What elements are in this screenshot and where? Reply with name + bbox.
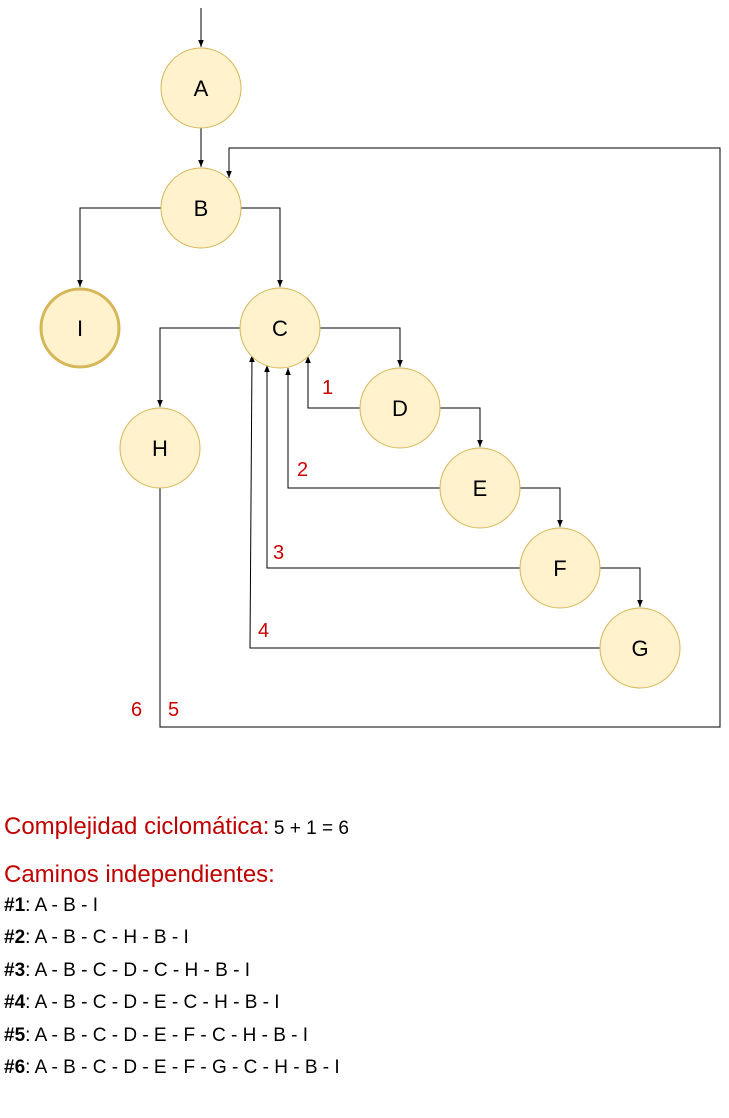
node-h-label: H: [152, 436, 168, 461]
edge-e-to-c: [285, 368, 440, 489]
edge-label-2: 2: [297, 459, 308, 481]
complexity-value: 5 + 1 = 6: [273, 818, 349, 839]
analysis-section: Complejidad ciclomática: 5 + 1 = 6 Camin…: [4, 812, 724, 1084]
edge-label-4: 4: [258, 620, 269, 642]
path-item: #5: A - B - C - D - E - F - C - H - B - …: [4, 1024, 309, 1046]
path-item: #3: A - B - C - D - C - H - B - I: [4, 959, 250, 981]
path-item: #6: A - B - C - D - E - F - G - C - H - …: [4, 1057, 340, 1079]
path-item: #1: A - B - I: [4, 895, 99, 916]
node-h: H: [119, 407, 201, 489]
node-i: I: [39, 287, 121, 369]
edge-label-5: 5: [168, 699, 179, 721]
edge-f-to-c: [264, 365, 520, 569]
path-id: #4: [4, 992, 26, 1014]
edge-h-to-b: [159, 147, 721, 728]
node-f-label: F: [553, 556, 566, 581]
path-sequence: A - B - C - H - B - I: [34, 927, 189, 949]
edge-label-3: 3: [273, 542, 284, 564]
edge-d-to-e: [440, 407, 483, 447]
path-sequence: A - B - C - D - C - H - B - I: [34, 959, 250, 981]
node-b: B: [160, 167, 242, 249]
flow-graph: 1 2 3 4 5 6 A B I C D E F G H: [39, 8, 721, 728]
node-b-label: B: [194, 196, 209, 221]
paths-heading: Caminos independientes:: [4, 861, 275, 888]
edge-e-to-f: [520, 487, 563, 527]
path-id: #5: [4, 1024, 26, 1046]
path-sequence: A - B - C - D - E - F - G - C - H - B - …: [34, 1057, 340, 1079]
node-d-label: D: [392, 396, 408, 421]
path-id: #1: [4, 895, 26, 916]
path-sequence: A - B - I: [34, 895, 99, 916]
paths-list: #1: A - B - I #2: A - B - C - H - B - I …: [4, 890, 724, 1084]
node-c-label: C: [272, 316, 288, 341]
edge-c-to-h: [157, 327, 240, 407]
node-c: C: [239, 287, 321, 369]
node-i-label: I: [77, 316, 83, 341]
path-sequence: A - B - C - D - E - C - H - B - I: [34, 992, 280, 1014]
path-id: #3: [4, 959, 26, 981]
node-e: E: [439, 447, 521, 529]
node-e-label: E: [473, 476, 488, 501]
path-id: #2: [4, 927, 26, 949]
edge-label-6: 6: [131, 699, 142, 721]
edge-b-to-i: [77, 207, 161, 287]
node-g: G: [599, 607, 681, 689]
node-d: D: [359, 367, 441, 449]
node-a-label: A: [194, 76, 209, 101]
edge-label-1: 1: [322, 377, 333, 399]
complexity-label: Complejidad ciclomática:: [4, 813, 270, 840]
node-f: F: [519, 527, 601, 609]
path-item: #2: A - B - C - H - B - I: [4, 927, 189, 949]
complexity-line: Complejidad ciclomática: 5 + 1 = 6: [4, 812, 724, 842]
edge-b-to-c: [241, 207, 283, 287]
path-item: #4: A - B - C - D - E - C - H - B - I: [4, 992, 280, 1014]
edge-c-to-d: [320, 327, 403, 367]
path-sequence: A - B - C - D - E - F - C - H - B - I: [34, 1024, 309, 1046]
node-g-label: G: [631, 636, 648, 661]
edge-f-to-g: [600, 567, 643, 607]
path-id: #6: [4, 1057, 26, 1079]
node-a: A: [160, 47, 242, 129]
edge-d-to-c: [305, 356, 360, 409]
edge-g-to-c: [249, 354, 600, 649]
